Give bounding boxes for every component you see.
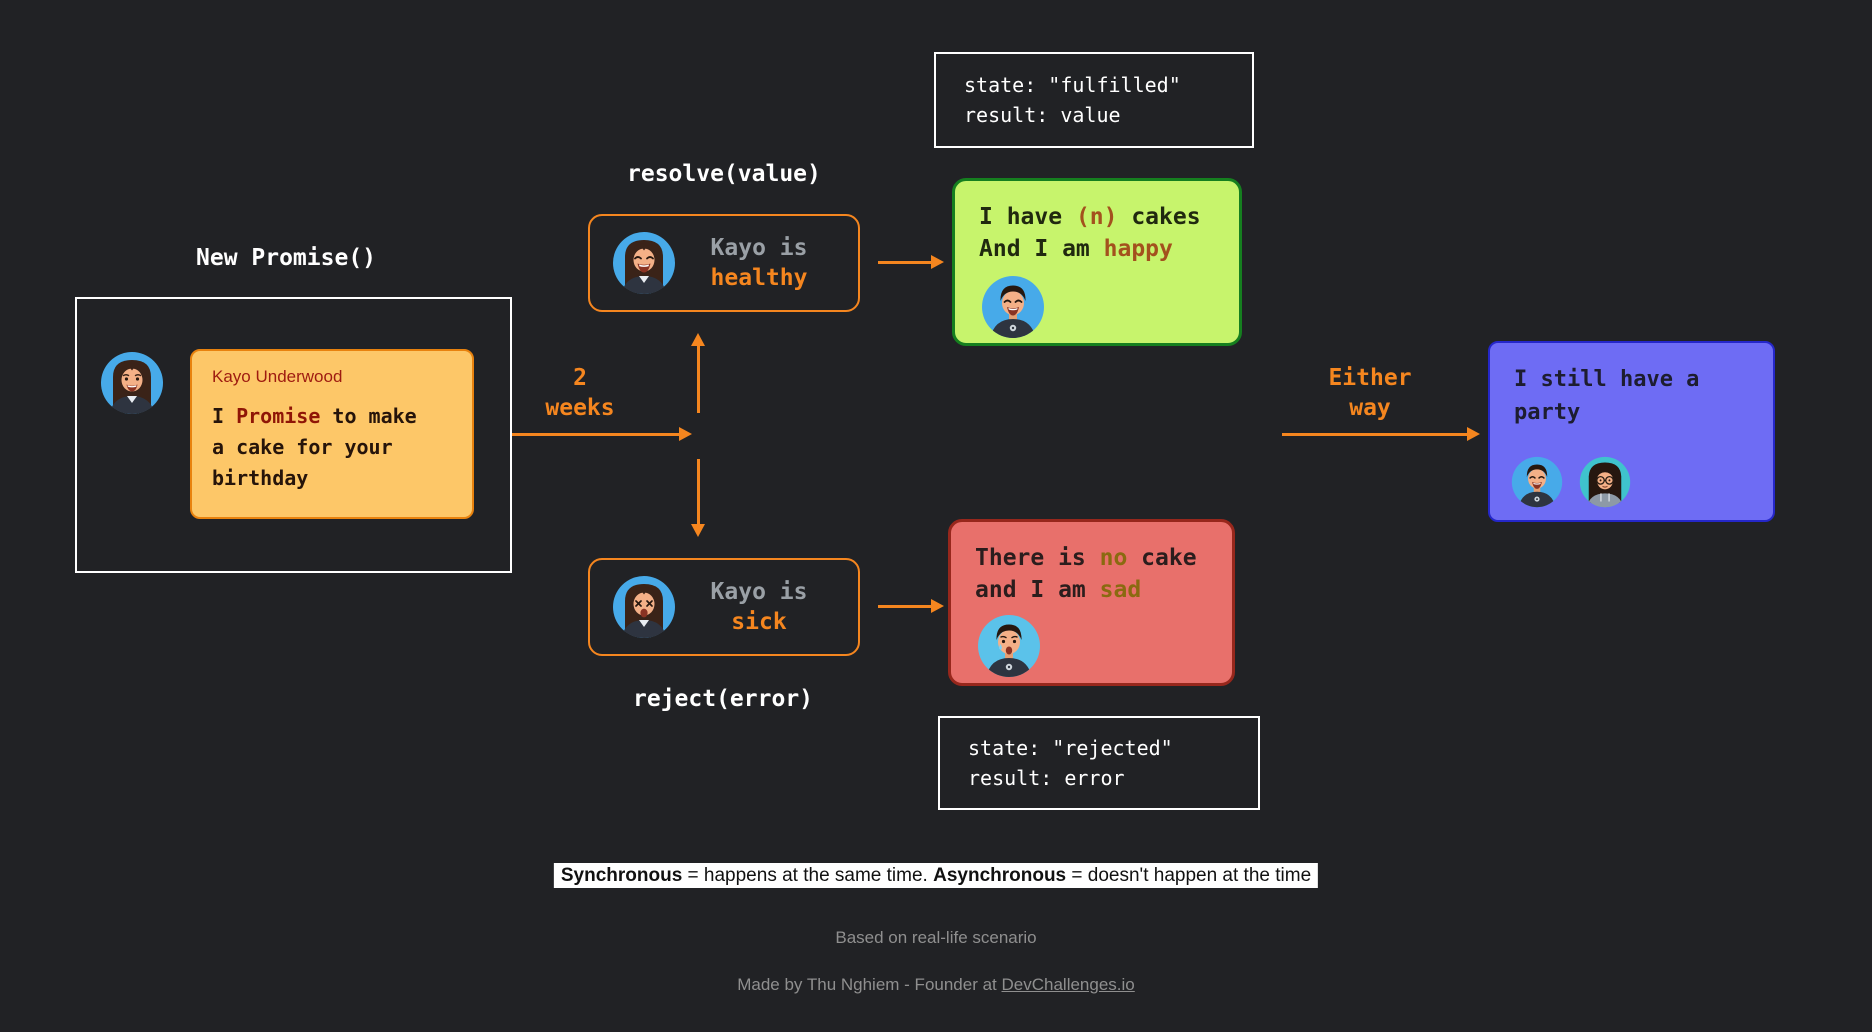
- party-box: I still have a party: [1488, 341, 1775, 522]
- man-laughing-avatar-icon: [1511, 456, 1563, 508]
- party-line2: party: [1514, 400, 1581, 425]
- kayo-healthy-avatar: [612, 231, 676, 295]
- party-line1: I still have a: [1514, 367, 1700, 392]
- man-laughing-avatar-icon: [982, 276, 1044, 338]
- sick-result-arrow: [878, 599, 944, 613]
- text-segment: cake: [1127, 545, 1197, 571]
- promise-card-text: I Promise to make a cake for your birthd…: [212, 401, 452, 494]
- state-line1: state: "fulfilled": [964, 73, 1181, 97]
- text-segment: cakes: [1117, 204, 1201, 230]
- rejected-message-line1: There is no cake: [975, 542, 1208, 574]
- resolve-label: resolve(value): [627, 161, 821, 187]
- woman-glasses-avatar-icon: [1579, 456, 1631, 508]
- text-segment: to make: [320, 404, 417, 428]
- text-segment: and I am: [975, 577, 1100, 603]
- woman-smiling-avatar-icon: [101, 352, 163, 414]
- promise-card: Kayo Underwood I Promise to make a cake …: [190, 349, 474, 519]
- healthy-result-arrow: [878, 255, 944, 269]
- state-line1: state: "rejected": [968, 736, 1173, 760]
- sync-definition-strip: Synchronous = happens at the same time. …: [553, 863, 1319, 888]
- new-promise-frame: [75, 297, 512, 573]
- rejected-result-box: There is no cake and I am sad: [948, 519, 1235, 686]
- fulfilled-state-box: state: "fulfilled" result: value: [934, 52, 1254, 148]
- highlight-segment: no: [1099, 545, 1128, 571]
- rejected-state-box: state: "rejected" result: error: [938, 716, 1260, 810]
- woman-sick-avatar-icon: [613, 576, 675, 638]
- fulfilled-message-line2: And I am happy: [979, 233, 1215, 265]
- woman-laughing-avatar-icon: [613, 232, 675, 294]
- two-weeks-line2: weeks: [545, 395, 615, 421]
- kayo-sick-avatar: [612, 575, 676, 639]
- fulfilled-message-line1: I have (n) cakes: [979, 201, 1215, 233]
- async-term: Asynchronous: [933, 865, 1067, 886]
- sync-term: Synchronous: [560, 865, 683, 886]
- either-way-line1: Either: [1328, 365, 1412, 391]
- either-way-arrow: [1282, 427, 1480, 441]
- resolve-branch-arrow: [691, 333, 705, 413]
- devchallenges-link[interactable]: DevChallenges.io: [1001, 975, 1135, 994]
- text-segment: a cake for your: [212, 435, 393, 459]
- chip-pre-text: Kayo is: [710, 579, 808, 605]
- man-happy-avatar: [981, 275, 1045, 339]
- promise-card-author: Kayo Underwood: [212, 367, 343, 386]
- two-weeks-line1: 2: [573, 365, 587, 391]
- kayo-healthy-text: Kayo is healthy: [676, 233, 842, 293]
- man-crying-avatar-icon: [978, 615, 1040, 677]
- kayo-healthy-chip: Kayo is healthy: [588, 214, 860, 312]
- chip-state-text: sick: [731, 609, 787, 635]
- kayo-avatar: [100, 351, 164, 415]
- highlight-segment: happy: [1103, 236, 1173, 262]
- promise-highlight: Promise: [236, 404, 321, 428]
- chip-state-text: healthy: [710, 265, 808, 291]
- async-text: = doesn't happen at the time: [1066, 865, 1312, 886]
- sync-text: = happens at the same time.: [682, 865, 934, 886]
- two-weeks-label: 2 weeks: [524, 363, 636, 423]
- promise-arrow: [512, 427, 692, 441]
- chip-pre-text: Kayo is: [710, 235, 808, 261]
- kayo-sick-chip: Kayo is sick: [588, 558, 860, 656]
- either-way-label: Either way: [1320, 363, 1420, 423]
- highlight-segment: (n): [1075, 204, 1118, 230]
- reject-branch-arrow: [691, 459, 705, 537]
- text-segment: There is: [975, 545, 1100, 571]
- state-line2: result: error: [968, 766, 1125, 790]
- highlight-segment: sad: [1099, 577, 1142, 603]
- either-way-line2: way: [1349, 395, 1391, 421]
- state-line2: result: value: [964, 103, 1121, 127]
- text-segment: And I am: [979, 236, 1104, 262]
- fulfilled-result-box: I have (n) cakes And I am happy: [952, 178, 1242, 346]
- credit-text: Made by Thu Nghiem - Founder at: [737, 975, 1002, 994]
- new-promise-label: New Promise(): [196, 245, 377, 271]
- based-on-note: Based on real-life scenario: [835, 928, 1037, 947]
- woman-glasses-avatar: [1579, 456, 1631, 508]
- kayo-sick-text: Kayo is sick: [676, 577, 842, 637]
- man-sad-avatar: [977, 614, 1041, 678]
- text-segment: I have: [979, 204, 1076, 230]
- man-happy-small-avatar: [1511, 456, 1563, 508]
- credit-line: Made by Thu Nghiem - Founder at DevChall…: [0, 975, 1872, 995]
- reject-label: reject(error): [633, 686, 814, 712]
- rejected-message-line2: and I am sad: [975, 574, 1208, 606]
- text-segment: birthday: [212, 466, 309, 490]
- text-segment: I: [212, 404, 237, 428]
